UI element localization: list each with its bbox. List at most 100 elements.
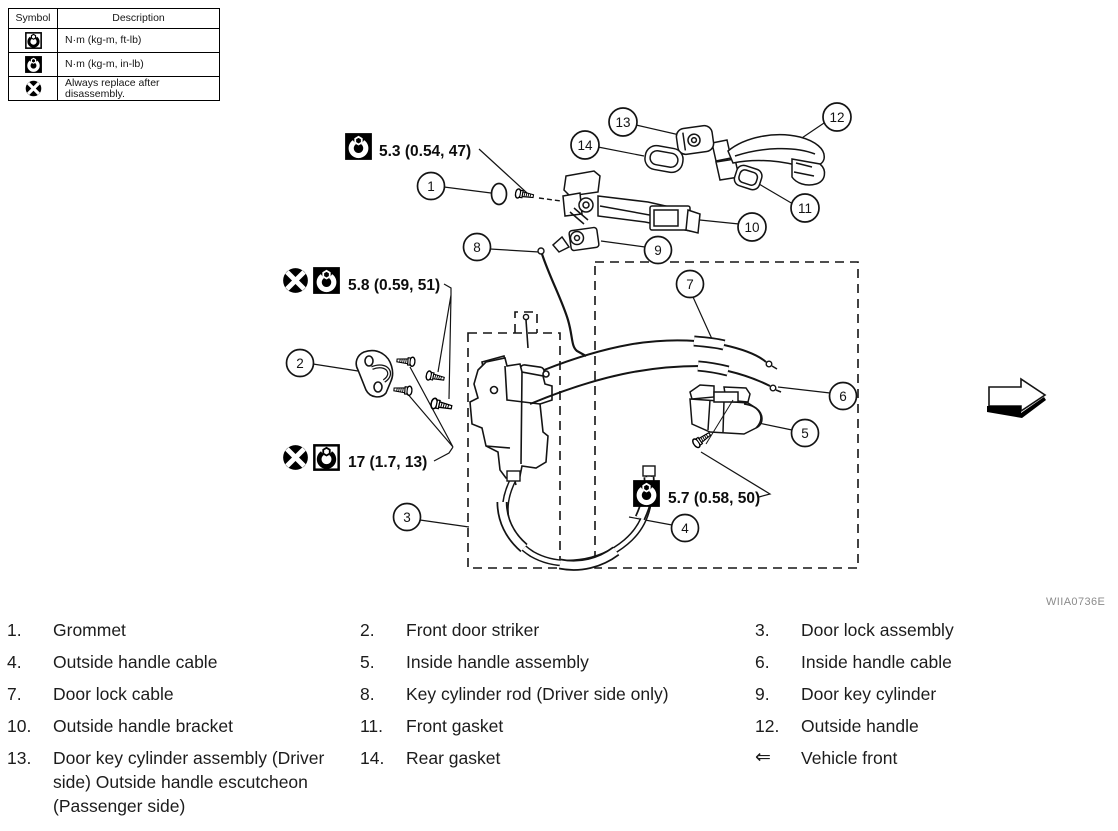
replace-icon — [283, 268, 308, 293]
part-item-vehicle-front: ⇐Vehicle front — [755, 746, 1111, 818]
part-item-1: 1. Grommet — [7, 618, 360, 642]
torque-spec-grommet: 5.3 (0.54, 47) — [346, 134, 471, 160]
part-label: Outside handle cable — [53, 652, 218, 672]
part-item-10: 10. Outside handle bracket — [7, 714, 360, 738]
svg-text:7: 7 — [686, 277, 694, 292]
part-item-8: 8.Key cylinder rod (Driver side only) — [360, 682, 755, 706]
torque-inlb-icon — [346, 134, 370, 158]
callout-leader-lines — [312, 120, 831, 528]
svg-text:13: 13 — [615, 115, 630, 130]
part-item-13: 13. Door key cylinder assembly (Driver si… — [7, 746, 360, 818]
rear-gasket-drawing — [644, 144, 684, 174]
svg-text:4: 4 — [681, 521, 689, 536]
part-number: 10. — [7, 716, 32, 736]
front-gasket-drawing — [733, 164, 763, 191]
door-key-cylinder-drawing — [551, 226, 600, 253]
part-label: Outside handle bracket — [53, 716, 233, 736]
part-number: 3. — [755, 620, 770, 640]
legend-header-row: Symbol Description — [8, 8, 220, 29]
torque-spec-inside-handle: 5.7 (0.58, 50) — [634, 481, 760, 507]
cable-end-fitting — [522, 313, 530, 349]
part-item-12: 12.Outside handle — [755, 714, 1111, 738]
part-item-11: 11.Front gasket — [360, 714, 755, 738]
figure-code: WIIA0736E — [1046, 596, 1106, 608]
callout-14: 14 — [570, 130, 600, 160]
callout-2: 2 — [285, 348, 315, 378]
legend-desc-replace: Always replace after disassembly. — [57, 76, 220, 101]
torque-value: 5.3 (0.54, 47) — [379, 143, 471, 160]
callout-5: 5 — [790, 418, 820, 448]
torque-value: 5.8 (0.59, 51) — [348, 277, 440, 294]
callout-6: 6 — [828, 381, 858, 411]
legend-row-inlb: N·m (kg-m, in-lb) — [8, 52, 220, 77]
torque-inlb-icon — [634, 481, 658, 505]
grommet-drawing — [490, 182, 562, 206]
part-number: 7. — [7, 684, 22, 704]
key-cylinder-assembly-drawing — [675, 124, 715, 156]
torque-value: 5.7 (0.58, 50) — [668, 490, 760, 507]
svg-text:10: 10 — [744, 220, 759, 235]
svg-text:1: 1 — [427, 179, 435, 194]
callout-9: 9 — [643, 235, 673, 265]
part-item-2: 2.Front door striker — [360, 618, 755, 642]
callout-3: 3 — [392, 502, 422, 532]
torque-inlb-icon — [314, 268, 338, 292]
parts-list: 1. Grommet 2.Front door striker 3. Door lo… — [7, 618, 1111, 818]
key-cylinder-rod-drawing — [537, 247, 587, 357]
part-number: 13. — [7, 748, 32, 768]
outside-handle-cable-drawing — [496, 465, 656, 571]
part-number: 2. — [360, 620, 375, 640]
part-item-4: 4.Outside handle cable — [7, 650, 360, 674]
svg-text:2: 2 — [296, 356, 304, 371]
part-number: 1. — [7, 620, 22, 640]
callout-1: 1 — [416, 171, 446, 201]
svg-text:11: 11 — [798, 201, 812, 216]
part-number: 6. — [755, 652, 770, 672]
part-label: Door key cylinder assembly (Driver side)… — [53, 748, 325, 816]
part-item-7: 7. Door lock cable — [7, 682, 360, 706]
part-label: Front gasket — [406, 716, 504, 736]
legend-desc-inlb: N·m (kg-m, in-lb) — [57, 52, 220, 77]
callout-12: 12 — [822, 102, 852, 132]
lock-dashed-box — [467, 332, 561, 569]
torque-ftlb-icon — [314, 445, 338, 469]
part-number: 9. — [755, 684, 770, 704]
svg-text:3: 3 — [403, 510, 411, 525]
door-lock-cable-drawing — [543, 335, 778, 371]
inside-handle-cable-drawing — [529, 360, 782, 405]
torque-spec-striker-bolts: 17 (1.7, 13) — [283, 445, 427, 471]
vehicle-front-arrow — [987, 377, 1047, 418]
legend-row-replace: Always replace after disassembly. — [8, 76, 220, 101]
callout-11: 11 — [790, 193, 820, 223]
part-item-6: 6. Inside handle cable — [755, 650, 1111, 674]
part-label: Door lock cable — [53, 684, 174, 704]
svg-text:8: 8 — [473, 240, 481, 255]
part-label: Grommet — [53, 620, 126, 640]
callout-8: 8 — [462, 232, 492, 262]
part-label: Outside handle — [801, 716, 919, 736]
callout-13: 13 — [608, 107, 638, 137]
torque-value: 17 (1.7, 13) — [348, 454, 427, 471]
symbol-legend-table: Symbol Description N·m (kg-m, ft-lb) N·m… — [8, 8, 220, 101]
exploded-view-diagram: 5.3 (0.54, 47) 5.8 (0.59, 51) 17 (1.7, 1… — [0, 102, 1047, 571]
part-label: Inside handle cable — [801, 652, 952, 672]
door-lock-assembly-drawing — [424, 355, 553, 486]
svg-text:6: 6 — [839, 389, 847, 404]
svg-text:9: 9 — [654, 243, 662, 258]
cable-stub-dashed-box — [514, 311, 538, 333]
svg-text:14: 14 — [577, 138, 593, 153]
part-item-14: 14.Rear gasket — [360, 746, 755, 818]
legend-desc-ftlb: N·m (kg-m, ft-lb) — [57, 28, 220, 53]
part-number: 8. — [360, 684, 375, 704]
outside-handle-drawing — [711, 133, 826, 186]
torque-leader-lines — [405, 148, 772, 498]
svg-text:12: 12 — [829, 110, 844, 125]
part-label: Door key cylinder — [801, 684, 937, 704]
callout-10: 10 — [737, 212, 767, 242]
front-door-striker-drawing — [355, 349, 417, 398]
replace-icon — [283, 445, 308, 470]
part-number: 14. — [360, 748, 385, 768]
part-item-9: 9. Door key cylinder — [755, 682, 1111, 706]
torque-spec-lock-screws: 5.8 (0.59, 51) — [283, 268, 440, 294]
